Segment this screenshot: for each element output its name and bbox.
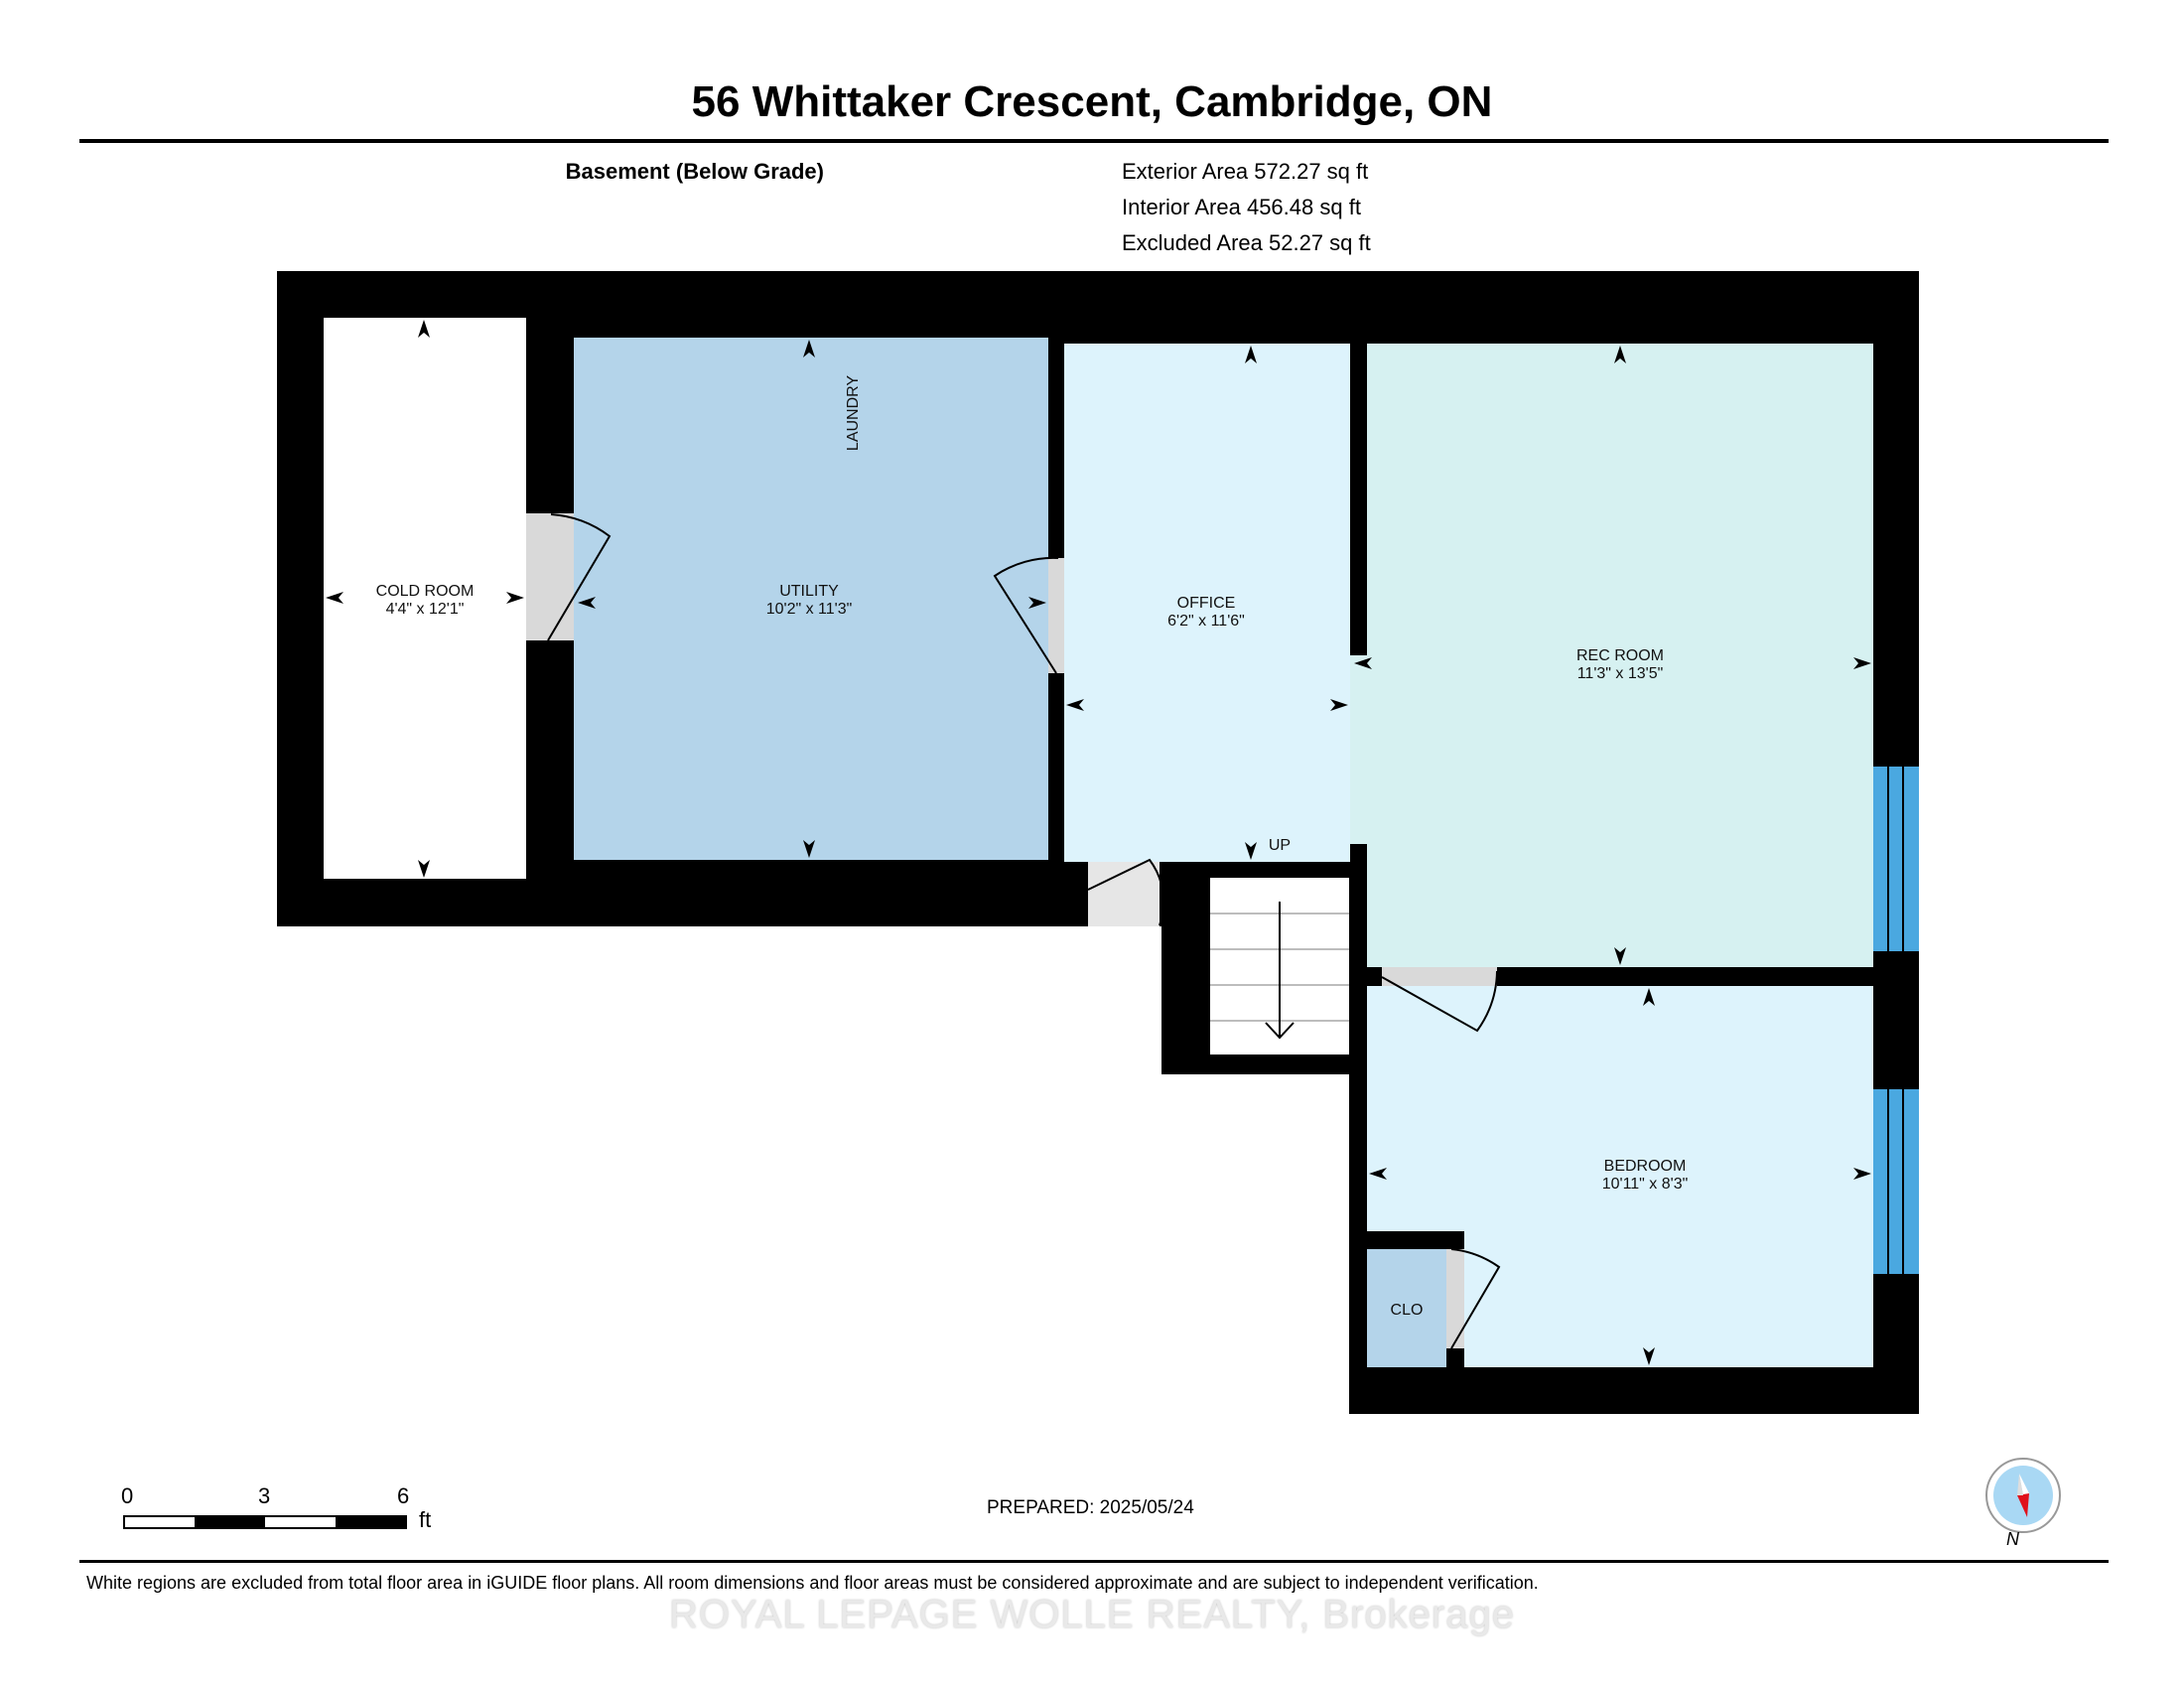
cold-room (324, 318, 526, 879)
footer-rule (79, 1560, 2109, 1563)
office-room (1064, 344, 1350, 862)
arrow-right-icon (506, 592, 524, 604)
closet-wall-top (1367, 1231, 1464, 1249)
utility-office-door-swing-icon (993, 556, 1059, 674)
arrow-left-icon (578, 597, 596, 609)
scale-bar (123, 1515, 407, 1529)
utility-dims: 10'2" x 11'3" (766, 601, 853, 618)
brokerage-watermark: ROYAL LEPAGE WOLLE REALTY, Brokerage (669, 1593, 1515, 1636)
exterior-area: Exterior Area 572.27 sq ft (1122, 159, 1369, 184)
office-name: OFFICE (1177, 595, 1236, 612)
laundry-label: LAUNDRY (845, 375, 862, 452)
dimension-arrows (326, 320, 1871, 1365)
utility-office-door-opening (1048, 558, 1064, 673)
rec-room-name: REC ROOM (1576, 647, 1664, 664)
excluded-area: Excluded Area 52.27 sq ft (1122, 230, 1371, 255)
arrow-left-icon (1354, 657, 1372, 669)
closet-label: CLO (1391, 1302, 1424, 1319)
arrow-up-icon (418, 320, 430, 338)
arrow-down-icon (418, 860, 430, 878)
scale-unit: ft (419, 1507, 432, 1532)
rec-room (1367, 344, 1873, 967)
header-rule (79, 139, 2109, 143)
prepared-date: PREPARED: 2025/05/24 (987, 1497, 1194, 1518)
rec-room-dims: 11'3" x 13'5" (1577, 665, 1664, 682)
interior-area: Interior Area 456.48 sq ft (1122, 195, 1361, 219)
cold-room-door-swing-icon (547, 513, 612, 641)
utility-name: UTILITY (779, 583, 839, 600)
stairs-up-label: UP (1269, 837, 1291, 854)
floor-name: Basement (Below Grade) (565, 159, 824, 184)
utility-room (574, 338, 1048, 860)
cold-room-name: COLD ROOM (376, 583, 475, 600)
arrow-left-icon (326, 592, 343, 604)
scale-tick-3: 3 (258, 1483, 271, 1508)
scale-tick-6: 6 (397, 1483, 410, 1508)
arrow-up-icon (1643, 988, 1655, 1006)
arrow-right-icon (1028, 597, 1046, 609)
office-lower (1064, 854, 1163, 862)
arrow-right-icon (1853, 1168, 1871, 1180)
arrow-down-icon (1643, 1347, 1655, 1365)
window-rec-room (1873, 767, 1919, 951)
rec-room-opening (1350, 655, 1370, 844)
arrow-left-icon (1369, 1168, 1387, 1180)
arrow-down-icon (1614, 947, 1626, 965)
cold-room-dims: 4'4" x 12'1" (386, 601, 465, 618)
arrow-down-icon (1245, 842, 1257, 860)
compass-icon (1985, 1458, 2061, 1533)
page-title: 56 Whittaker Crescent, Cambridge, ON (691, 77, 1493, 126)
closet-door-swing-icon (1450, 1248, 1501, 1349)
window-bedroom (1873, 1089, 1919, 1274)
stair-arrow-icon (1265, 902, 1295, 1040)
arrow-up-icon (803, 340, 815, 357)
closet-room (1367, 1248, 1446, 1367)
arrow-down-icon (803, 840, 815, 858)
arrow-up-icon (1245, 346, 1257, 363)
bedroom-door-swing-icon (1381, 970, 1498, 1033)
compass-north-label: N (2006, 1529, 2019, 1549)
bedroom-dims: 10'11" x 8'3" (1602, 1176, 1689, 1193)
bedroom-name: BEDROOM (1604, 1158, 1687, 1175)
entry-door-swing-icon (1087, 858, 1165, 926)
arrow-right-icon (1330, 699, 1348, 711)
bedroom-door-opening (1382, 967, 1497, 986)
disclaimer-text: White regions are excluded from total fl… (86, 1573, 1539, 1593)
closet-door-opening (1446, 1249, 1464, 1348)
arrow-right-icon (1853, 657, 1871, 669)
office-dims: 6'2" x 11'6" (1167, 613, 1245, 630)
cold-room-door-opening (526, 513, 574, 640)
arrow-left-icon (1066, 699, 1084, 711)
scale-tick-0: 0 (121, 1483, 134, 1508)
window-mullions (1887, 767, 1904, 1274)
arrow-up-icon (1614, 346, 1626, 363)
